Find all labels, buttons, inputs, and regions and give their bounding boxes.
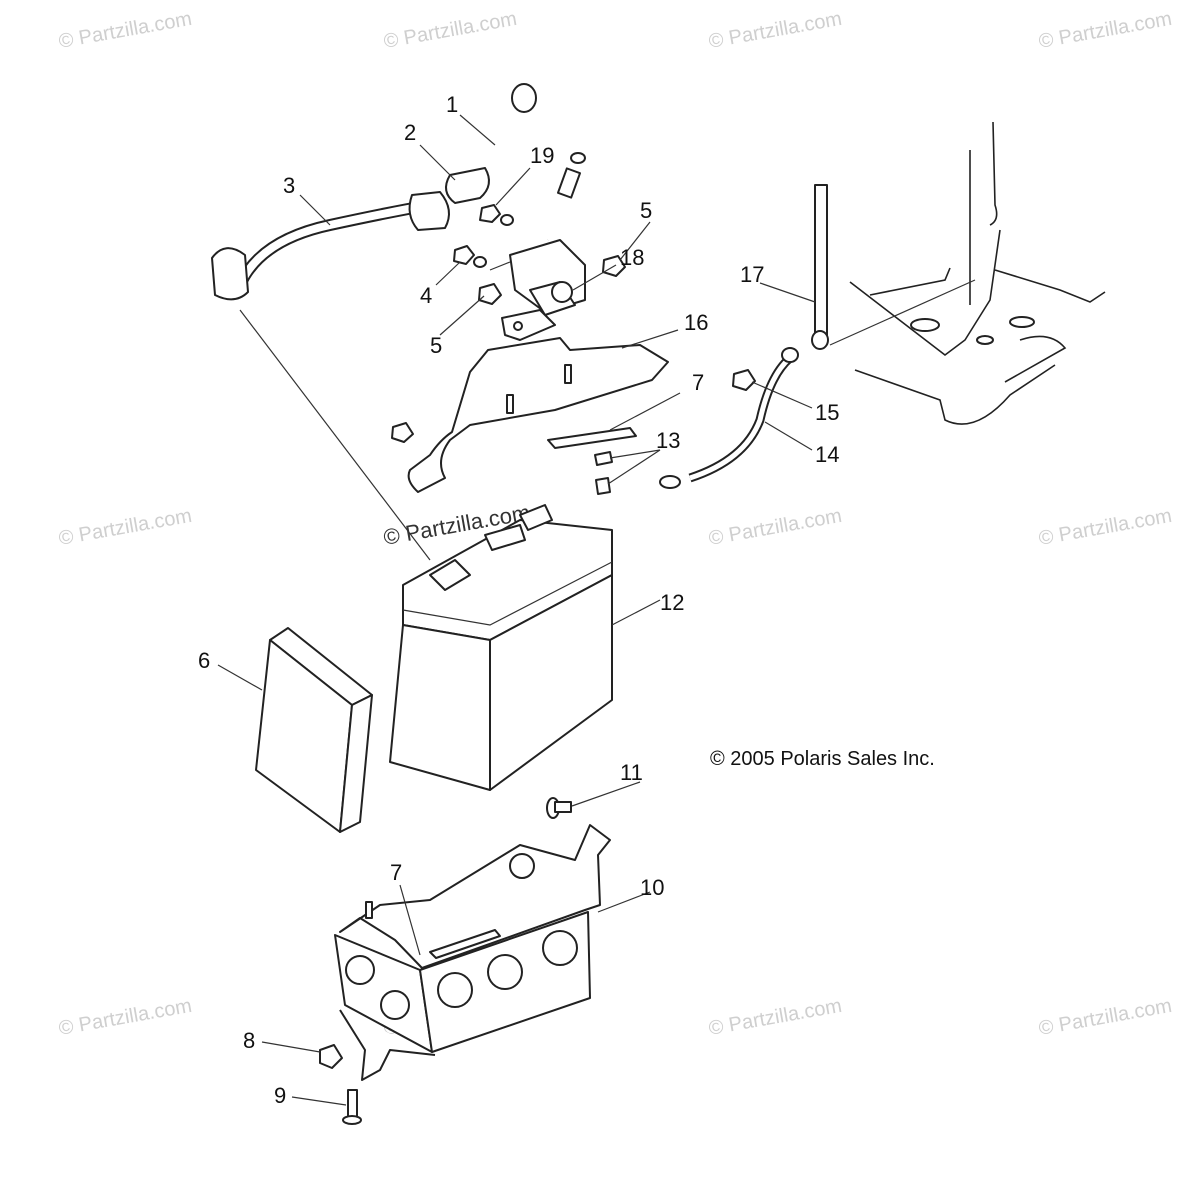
part-4-nut (453, 245, 475, 265)
callout-7a: 7 (692, 370, 704, 395)
watermark-7: © Partzilla.com (707, 505, 844, 550)
callout-12: 12 (660, 590, 684, 615)
watermark-9: © Partzilla.com (57, 995, 194, 1040)
part-18-solenoid (489, 152, 586, 341)
watermark-3: © Partzilla.com (707, 8, 844, 53)
part-19-nut (479, 204, 501, 223)
part-16-nut (391, 422, 414, 443)
part-9-bolt (342, 1089, 362, 1125)
callout-15: 15 (815, 400, 839, 425)
callout-5b: 5 (430, 333, 442, 358)
callout-4: 4 (420, 283, 432, 308)
callout-7b: 7 (390, 860, 402, 885)
callout-16: 16 (684, 310, 708, 335)
part-14-ground-cable (659, 347, 799, 489)
watermarks: © Partzilla.com © Partzilla.com © Partzi… (57, 8, 1174, 1040)
callout-18: 18 (620, 245, 644, 270)
part-3-cable (211, 191, 450, 301)
part-13-hardware (594, 451, 613, 495)
part-16-bracket (391, 337, 669, 493)
watermark-11: © Partzilla.com (707, 995, 844, 1040)
callout-5a: 5 (640, 198, 652, 223)
part-4-washer (473, 256, 487, 268)
part-10-tray (334, 824, 611, 1081)
callout-19: 19 (530, 143, 554, 168)
part-6-pad (255, 627, 373, 833)
part-5-nut-lower (478, 283, 502, 305)
callout-8: 8 (243, 1028, 255, 1053)
watermark-8: © Partzilla.com (1037, 505, 1174, 550)
callout-10: 10 (640, 875, 664, 900)
callout-2: 2 (404, 120, 416, 145)
watermark-4: © Partzilla.com (1037, 8, 1174, 53)
watermark-5: © Partzilla.com (57, 505, 194, 550)
part-2-boot (445, 167, 490, 204)
copyright-notice: © 2005 Polaris Sales Inc. (710, 748, 935, 770)
nuts-washers (453, 204, 626, 305)
watermark-1: © Partzilla.com (57, 8, 194, 53)
watermark-2: © Partzilla.com (382, 8, 519, 53)
callout-14: 14 (815, 442, 839, 467)
callout-1: 1 (446, 92, 458, 117)
part-17-rod (811, 184, 829, 350)
part-11-bolt (546, 797, 572, 819)
part-8-nut (319, 1044, 343, 1069)
callout-3: 3 (283, 173, 295, 198)
callout-6: 6 (198, 648, 210, 673)
callout-11: 11 (620, 760, 643, 785)
watermark-12: © Partzilla.com (1037, 995, 1174, 1040)
callouts: 1 2 3 4 5 5 6 7 7 8 9 10 11 12 13 14 15 … (198, 92, 839, 1108)
callout-13: 13 (656, 428, 680, 453)
part-15-nut (732, 369, 756, 391)
part-19-washer (500, 214, 514, 226)
leader-lines (217, 114, 816, 1106)
part-12-battery (389, 504, 613, 791)
callout-9: 9 (274, 1083, 286, 1108)
part-7-pad-lower (429, 929, 501, 959)
frame-section (829, 121, 1106, 425)
callout-17: 17 (740, 262, 764, 287)
part-7-pad-upper (547, 427, 637, 449)
